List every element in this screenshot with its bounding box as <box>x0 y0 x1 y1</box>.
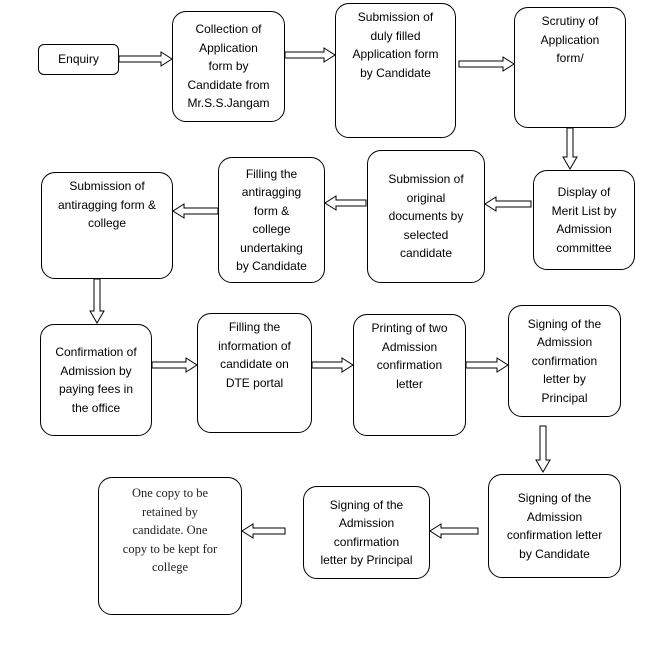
step-submission-form-label: Submission of duly filled Application fo… <box>352 10 439 80</box>
arrow-fill-to-submit <box>172 203 219 219</box>
arrow-confirmation-to-dte <box>151 357 198 373</box>
step-printing-letter-label: Printing of two Admission confirmation l… <box>371 321 448 391</box>
arrow-printing-to-principal <box>465 357 509 373</box>
step-dte-portal-label: Filling the information of candidate on … <box>218 320 291 390</box>
step-antiragging-submit: Submission of antiragging form & college <box>41 172 173 279</box>
arrow-merit-to-documents <box>484 196 532 212</box>
step-merit-list: Display of Merit List by Admission commi… <box>533 170 635 270</box>
step-principal-sign-1: Signing of the Admission confirmation le… <box>508 305 621 417</box>
arrow-principal-to-candidate <box>535 425 551 473</box>
step-collection: Collection of Application form by Candid… <box>172 11 285 122</box>
step-collection-label: Collection of Application form by Candid… <box>187 22 270 111</box>
step-antiragging-fill-label: Filling the antiragging form & college u… <box>236 166 307 274</box>
step-submission-form: Submission of duly filled Application fo… <box>335 3 456 138</box>
step-principal-sign-1-label: Signing of the Admission confirmation le… <box>527 316 602 405</box>
step-principal-sign-2: Signing of the Admission confirmation le… <box>303 486 430 579</box>
step-confirmation-fees-label: Confirmation of Admission by paying fees… <box>55 345 137 415</box>
step-candidate-sign: Signing of the Admission confirmation le… <box>488 474 621 578</box>
arrow-enquiry-to-collection <box>118 51 173 67</box>
step-candidate-sign-label: Signing of the Admission confirmation le… <box>506 491 603 561</box>
arrow-candidate-to-principal2 <box>429 523 479 539</box>
arrow-submission-to-scrutiny <box>458 56 515 72</box>
arrow-scrutiny-to-merit <box>562 127 578 170</box>
step-antiragging-submit-label: Submission of antiragging form & college <box>57 179 157 230</box>
arrow-principal2-to-copies <box>241 523 286 539</box>
arrow-documents-to-antiragging-fill <box>324 195 367 211</box>
arrow-collection-to-submission <box>284 47 336 63</box>
arrow-dte-to-printing <box>311 357 354 373</box>
step-original-documents-label: Submission of original documents by sele… <box>388 172 464 261</box>
step-antiragging-fill: Filling the antiragging form & college u… <box>218 157 325 283</box>
step-scrutiny-label: Scrutiny of Application form/ <box>540 14 600 65</box>
step-copies-label: One copy to be retained by candidate. On… <box>122 486 218 574</box>
step-printing-letter: Printing of two Admission confirmation l… <box>353 314 466 436</box>
step-dte-portal: Filling the information of candidate on … <box>197 313 312 433</box>
step-enquiry: Enquiry <box>38 44 119 75</box>
step-merit-list-label: Display of Merit List by Admission commi… <box>551 185 617 255</box>
step-confirmation-fees: Confirmation of Admission by paying fees… <box>40 324 152 436</box>
step-original-documents: Submission of original documents by sele… <box>367 150 485 283</box>
step-scrutiny: Scrutiny of Application form/ <box>514 7 626 128</box>
step-enquiry-label: Enquiry <box>58 52 99 67</box>
step-principal-sign-2-label: Signing of the Admission confirmation le… <box>320 497 413 568</box>
step-copies: One copy to be retained by candidate. On… <box>98 477 242 615</box>
arrow-antiragging-to-confirmation <box>89 278 105 324</box>
